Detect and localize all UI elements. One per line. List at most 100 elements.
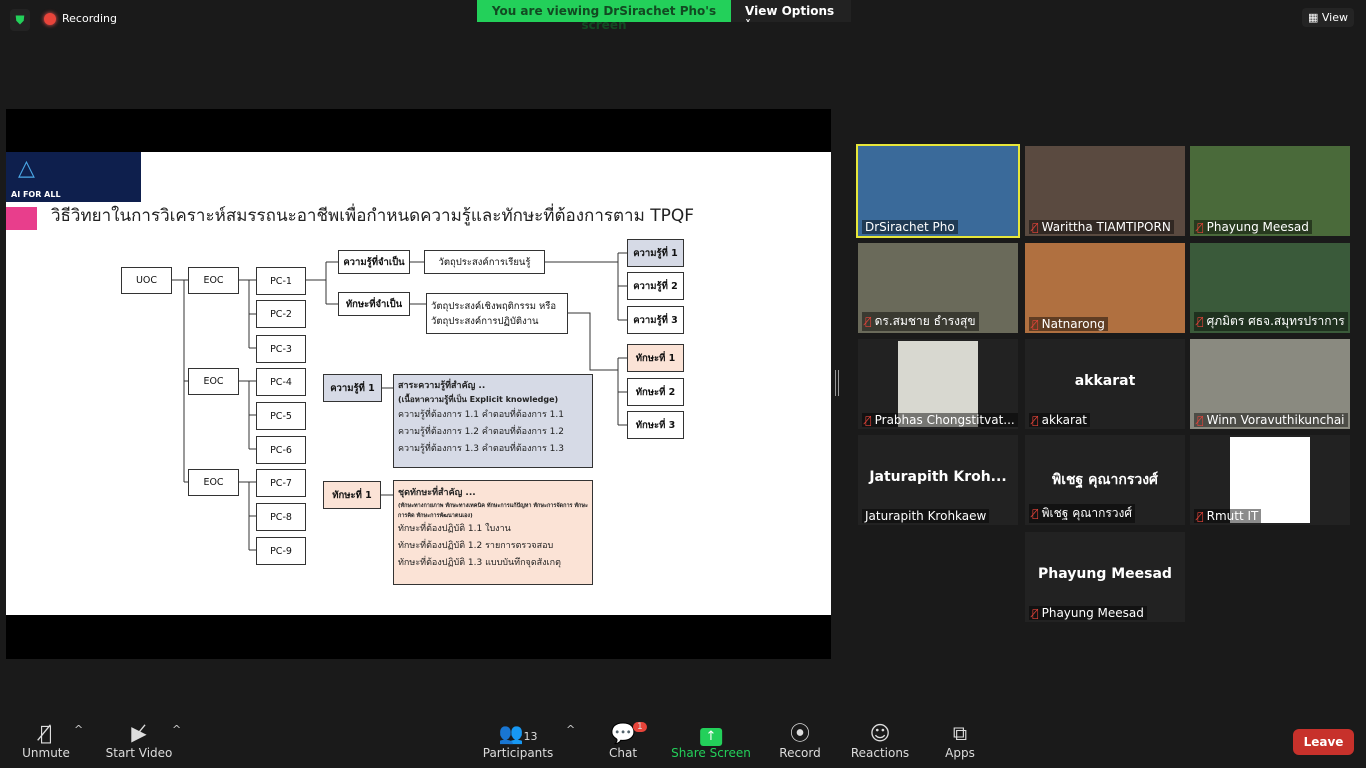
security-shield-icon[interactable]: ⛊ [10, 9, 30, 31]
chat-icon: 💬 [610, 721, 636, 745]
audio-options-caret[interactable]: ^ [74, 723, 84, 736]
pc-box: PC-1 [256, 267, 306, 295]
mic-muted-icon: 🎙̸ [1197, 413, 1204, 427]
chat-badge: 1 [632, 722, 647, 732]
participant-video [898, 341, 978, 427]
knowledge-required-box: ความรู้ที่จำเป็น [338, 250, 410, 274]
participant-display-name: พิเชฐ คุณากรวงศ์ [1052, 472, 1158, 488]
slide: △AI FOR ALL วิธีวิทยาในการวิเคราะห์สมรรถ… [6, 152, 831, 615]
participant-video [858, 146, 1018, 236]
participant-name: 🎙̸Rmutt IT [1194, 509, 1262, 523]
splitter-handle[interactable] [835, 370, 839, 396]
participant-tile[interactable]: Jaturapith Kroh... Jaturapith Krohkaew [858, 435, 1018, 525]
pc-box: PC-8 [256, 503, 306, 531]
participant-tile[interactable]: Phayung Meesad🎙̸Phayung Meesad [1025, 532, 1185, 622]
participant-name: Jaturapith Krohkaew [862, 509, 990, 523]
mic-muted-icon: 🎙̸ [1032, 606, 1039, 620]
skill-detail-box: ชุดทักษะที่สำคัญ ... (ทักษะทางกายภาพ ทัก… [393, 480, 593, 585]
knowledge-item: ความรู้ที่ 2 [627, 272, 684, 300]
participant-video [1025, 146, 1185, 236]
eoc-box: EOC [188, 469, 239, 496]
share-screen-button[interactable]: ↑Share Screen [671, 720, 751, 760]
participant-tile[interactable]: 🎙̸Winn Voravuthikunchai [1190, 339, 1350, 429]
mic-muted-icon: 🎙̸ [1032, 317, 1039, 331]
view-options-button[interactable]: View Options ˅ [731, 0, 851, 32]
participant-video [858, 243, 1018, 333]
eoc-box: EOC [188, 267, 239, 294]
start-video-button[interactable]: ▶̸Start Video [105, 721, 173, 760]
pc-box: PC-7 [256, 469, 306, 497]
participant-video [1190, 339, 1350, 429]
mic-muted-icon: 🎙̸ [1032, 507, 1039, 520]
slide-title: วิธีวิทยาในการวิเคราะห์สมรรถนะอาชีพเพื่อ… [51, 206, 694, 226]
participant-tile[interactable]: พิเชฐ คุณากรวงศ์ 🎙̸พิเชฐ คุณากรวงศ์ [1025, 435, 1185, 525]
apps-icon: ⧉ [952, 721, 968, 745]
record-icon: ⦿ [790, 721, 810, 745]
shared-screen: △AI FOR ALL วิธีวิทยาในการวิเคราะห์สมรรถ… [6, 109, 831, 659]
diagram-connectors [172, 252, 627, 551]
record-button[interactable]: ⦿Record [779, 721, 821, 760]
unmute-button[interactable]: 🎙̸Unmute [22, 721, 70, 760]
pc-box: PC-5 [256, 402, 306, 430]
participant-video [1190, 146, 1350, 236]
recording-label: Recording [62, 12, 118, 25]
pc-box: PC-9 [256, 537, 306, 565]
participant-tile[interactable]: 🎙̸ดร.สมชาย ธำรงสุข [858, 243, 1018, 333]
reactions-button[interactable]: ☺Reactions [850, 721, 910, 760]
participant-tile[interactable]: 🎙̸Warittha TIAMTIPORN [1025, 146, 1185, 236]
skill-item: ทักษะที่ 3 [627, 411, 684, 439]
participant-display-name: Jaturapith Kroh... [869, 469, 1007, 485]
participants-icon: 👥13 [498, 721, 538, 745]
participant-name: 🎙̸ดร.สมชาย ธำรงสุข [862, 312, 979, 331]
participant-name: 🎙̸Phayung Meesad [1194, 220, 1312, 234]
mic-muted-icon: 🎙̸ [1032, 413, 1039, 427]
video-options-caret[interactable]: ^ [172, 723, 182, 736]
participant-tile[interactable]: DrSirachet Pho [856, 144, 1020, 238]
participant-tile[interactable]: 🎙̸Rmutt IT [1190, 435, 1350, 525]
mic-muted-icon: 🎙̸ [865, 413, 872, 427]
participant-tile[interactable]: 🎙̸Phayung Meesad [1190, 146, 1350, 236]
participants-options-caret[interactable]: ^ [566, 723, 576, 736]
ai-for-all-logo: △AI FOR ALL [6, 152, 141, 202]
mic-muted-icon: 🎙̸ [865, 315, 872, 328]
skill-item: ทักษะที่ 2 [627, 378, 684, 406]
participant-name: 🎙̸Prabhas Chongstitvat... [862, 413, 1018, 427]
knowledge-item: ความรู้ที่ 3 [627, 306, 684, 334]
knowledge-item: ความรู้ที่ 1 [627, 239, 684, 267]
knowledge-1-label: ความรู้ที่ 1 [323, 374, 382, 402]
share-screen-icon: ↑ [699, 720, 722, 746]
pc-box: PC-2 [256, 300, 306, 328]
participant-video [1025, 243, 1185, 333]
participant-display-name: akkarat [1074, 373, 1136, 389]
pc-box: PC-3 [256, 335, 306, 363]
participant-video [1230, 437, 1310, 523]
apps-button[interactable]: ⧉Apps [945, 721, 975, 760]
smiley-icon: ☺ [869, 721, 891, 745]
participant-name: 🎙̸ศุภมิตร ศธจ.สมุทรปราการ [1194, 312, 1348, 331]
leave-button[interactable]: Leave [1293, 729, 1354, 755]
participant-video [1190, 243, 1350, 333]
view-button[interactable]: ▦ View [1301, 8, 1354, 27]
learning-objective-box: วัตถุประสงค์การเรียนรู้ [424, 250, 545, 274]
mic-muted-icon: 🎙̸ [1032, 220, 1039, 234]
recording-indicator[interactable]: Recording [44, 12, 117, 25]
participant-name: 🎙̸Phayung Meesad [1029, 606, 1147, 620]
knowledge-detail-box: สาระความรู้ที่สำคัญ .. (เนื้อหาความรู้ที… [393, 374, 593, 468]
skill-required-box: ทักษะที่จำเป็น [338, 292, 410, 316]
participant-tile[interactable]: 🎙̸ศุภมิตร ศธจ.สมุทรปราการ [1190, 243, 1350, 333]
participant-name: 🎙̸พิเชฐ คุณากรวงศ์ [1029, 504, 1136, 523]
participant-name: 🎙̸akkarat [1029, 413, 1090, 427]
mic-muted-icon: 🎙̸ [1197, 315, 1204, 328]
mic-muted-icon: 🎙̸ [1197, 509, 1204, 523]
participant-tile[interactable]: 🎙̸Natnarong [1025, 243, 1185, 333]
behavior-objective-box: วัตถุประสงค์เชิงพฤติกรรม หรือวัตถุประสงค… [426, 293, 568, 334]
participant-tile[interactable]: 🎙̸Prabhas Chongstitvat... [858, 339, 1018, 429]
uoc-box: UOC [121, 267, 172, 294]
title-accent [6, 207, 37, 230]
video-off-icon: ▶̸ [131, 721, 147, 745]
participant-tile[interactable]: akkarat 🎙̸akkarat [1025, 339, 1185, 429]
